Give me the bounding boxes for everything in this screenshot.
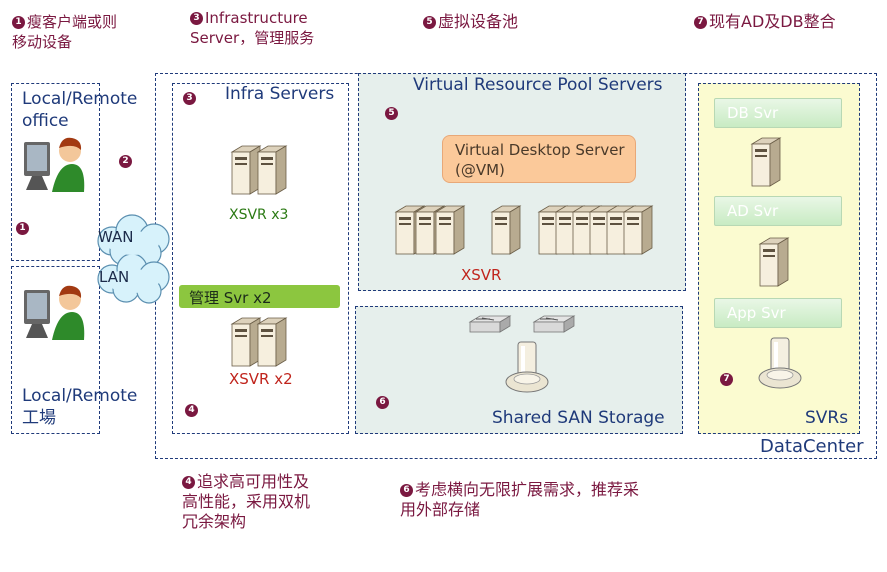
app-storage-icon: [758, 337, 802, 389]
mgmt-svr-label: 管理 Svr x2: [189, 289, 272, 307]
factory-box: [11, 266, 100, 434]
network-badge: 2: [119, 155, 132, 168]
app-svr-bar: App Svr: [714, 298, 842, 328]
user-workstation-icon: [24, 137, 85, 192]
badge-5: 5: [423, 16, 436, 29]
switch-icon: [468, 315, 575, 333]
infra-xsvr-count: XSVR x3: [229, 207, 289, 223]
infra-xsvr2-count: XSVR x2: [229, 370, 293, 388]
server-farm-icon: [395, 205, 653, 255]
storage-icon: [505, 341, 549, 393]
db-svr-bar: DB Svr: [714, 98, 842, 128]
db-server-icon: [751, 137, 781, 187]
virtual-desktop-server-label: Virtual Desktop Server(@VM): [455, 141, 625, 179]
server-group-icon: [230, 145, 287, 195]
ad-server-icon: [759, 237, 789, 287]
infra-title: Infra Servers: [225, 84, 335, 104]
san-storage-title: Shared SAN Storage: [492, 408, 665, 428]
infra-badge-3: 3: [183, 92, 196, 105]
office-badge: 1: [16, 222, 29, 235]
storage-badge-6: 6: [376, 396, 389, 409]
virtual-pool-title: Virtual Resource Pool Servers: [413, 75, 663, 95]
mgmt-svr-bar: [179, 285, 340, 308]
svrs-title: SVRs: [805, 408, 849, 428]
datacenter-title: DataCenter: [760, 436, 864, 457]
badge-7: 7: [694, 16, 707, 29]
cloud-icon: [97, 214, 170, 304]
infra-badge-4: 4: [185, 404, 198, 417]
virtual-desktop-server-box: [442, 135, 636, 183]
user-workstation-icon: [24, 285, 85, 340]
server-group-icon: [231, 317, 287, 367]
infra-servers-box: [172, 83, 349, 434]
badge-6-note: 6: [400, 484, 413, 497]
pool-xsvr-label: XSVR: [461, 266, 502, 284]
svrs-badge-7: 7: [720, 373, 733, 386]
badge-1: 1: [12, 16, 25, 29]
badge-4-note: 4: [182, 476, 195, 489]
badge-3: 3: [190, 12, 203, 25]
pool-badge-5: 5: [385, 107, 398, 120]
lan-label: LAN: [99, 268, 130, 286]
ad-svr-bar: AD Svr: [714, 196, 842, 226]
wan-label: WAN: [98, 228, 134, 246]
office-box: [11, 83, 100, 261]
